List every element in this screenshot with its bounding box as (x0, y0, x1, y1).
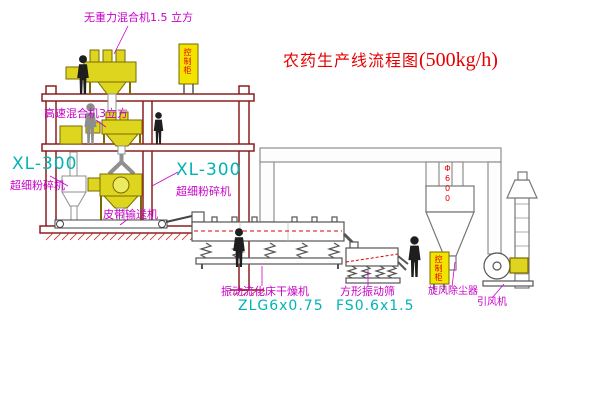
vibrating-screen (345, 241, 409, 284)
cyclone-separator (425, 185, 475, 271)
gravity-free-mixer (65, 49, 137, 113)
leader-lines (49, 25, 505, 299)
control-cabinet-right (429, 251, 450, 290)
label-cabinet-right: 控制柜 (434, 255, 443, 282)
label-gravity-free-mixer: 无重力混合机1.5 立方 (84, 11, 193, 24)
label-screen-model: FS0.6x1.5 (336, 298, 415, 314)
foundation-hatch (45, 232, 266, 297)
person-figure (153, 112, 164, 145)
induced-draft-fan (482, 252, 534, 287)
label-cyclone-name: 旋风除尘器 (428, 286, 478, 297)
person-figure (77, 55, 89, 94)
label-cabinet-top: 控制柜 (183, 48, 192, 75)
building-structure (39, 85, 264, 291)
label-screen-name: 方形振动筛 (340, 285, 395, 298)
label-dryer-name: 振动流化床干燥机 (221, 285, 309, 298)
label-high-speed-mixer: 高速混合机3立方 (44, 107, 128, 120)
person-figure (408, 236, 421, 277)
label-fan-name: 引风机 (477, 297, 507, 308)
page-title-main: 农药生产线流程图 (283, 51, 420, 70)
fluid-bed-dryer (191, 211, 356, 269)
superfine-pulverizer (87, 173, 143, 222)
powder-collector (61, 151, 87, 221)
label-mill-mid-model: XL-300 (176, 160, 242, 180)
label-belt-conveyor: 皮带输送机 (103, 208, 158, 221)
duct-work (259, 147, 502, 255)
label-mill-left-model: XL-300 (12, 154, 78, 174)
belt-conveyor (54, 215, 193, 229)
control-cabinet-top (178, 43, 199, 94)
page-title-capacity: (500kg/h) (419, 49, 498, 71)
label-dryer-model: ZLG6x0.75 (238, 298, 324, 314)
label-mill-left-name: 超细粉碎机 (10, 179, 65, 192)
mill-feed-duct (107, 154, 136, 176)
page-title: 农药生产线流程图 (500kg/h) (283, 50, 498, 70)
label-pipe-diameter: Φ600 (443, 164, 452, 204)
label-mill-mid-name: 超细粉碎机 (176, 185, 231, 198)
